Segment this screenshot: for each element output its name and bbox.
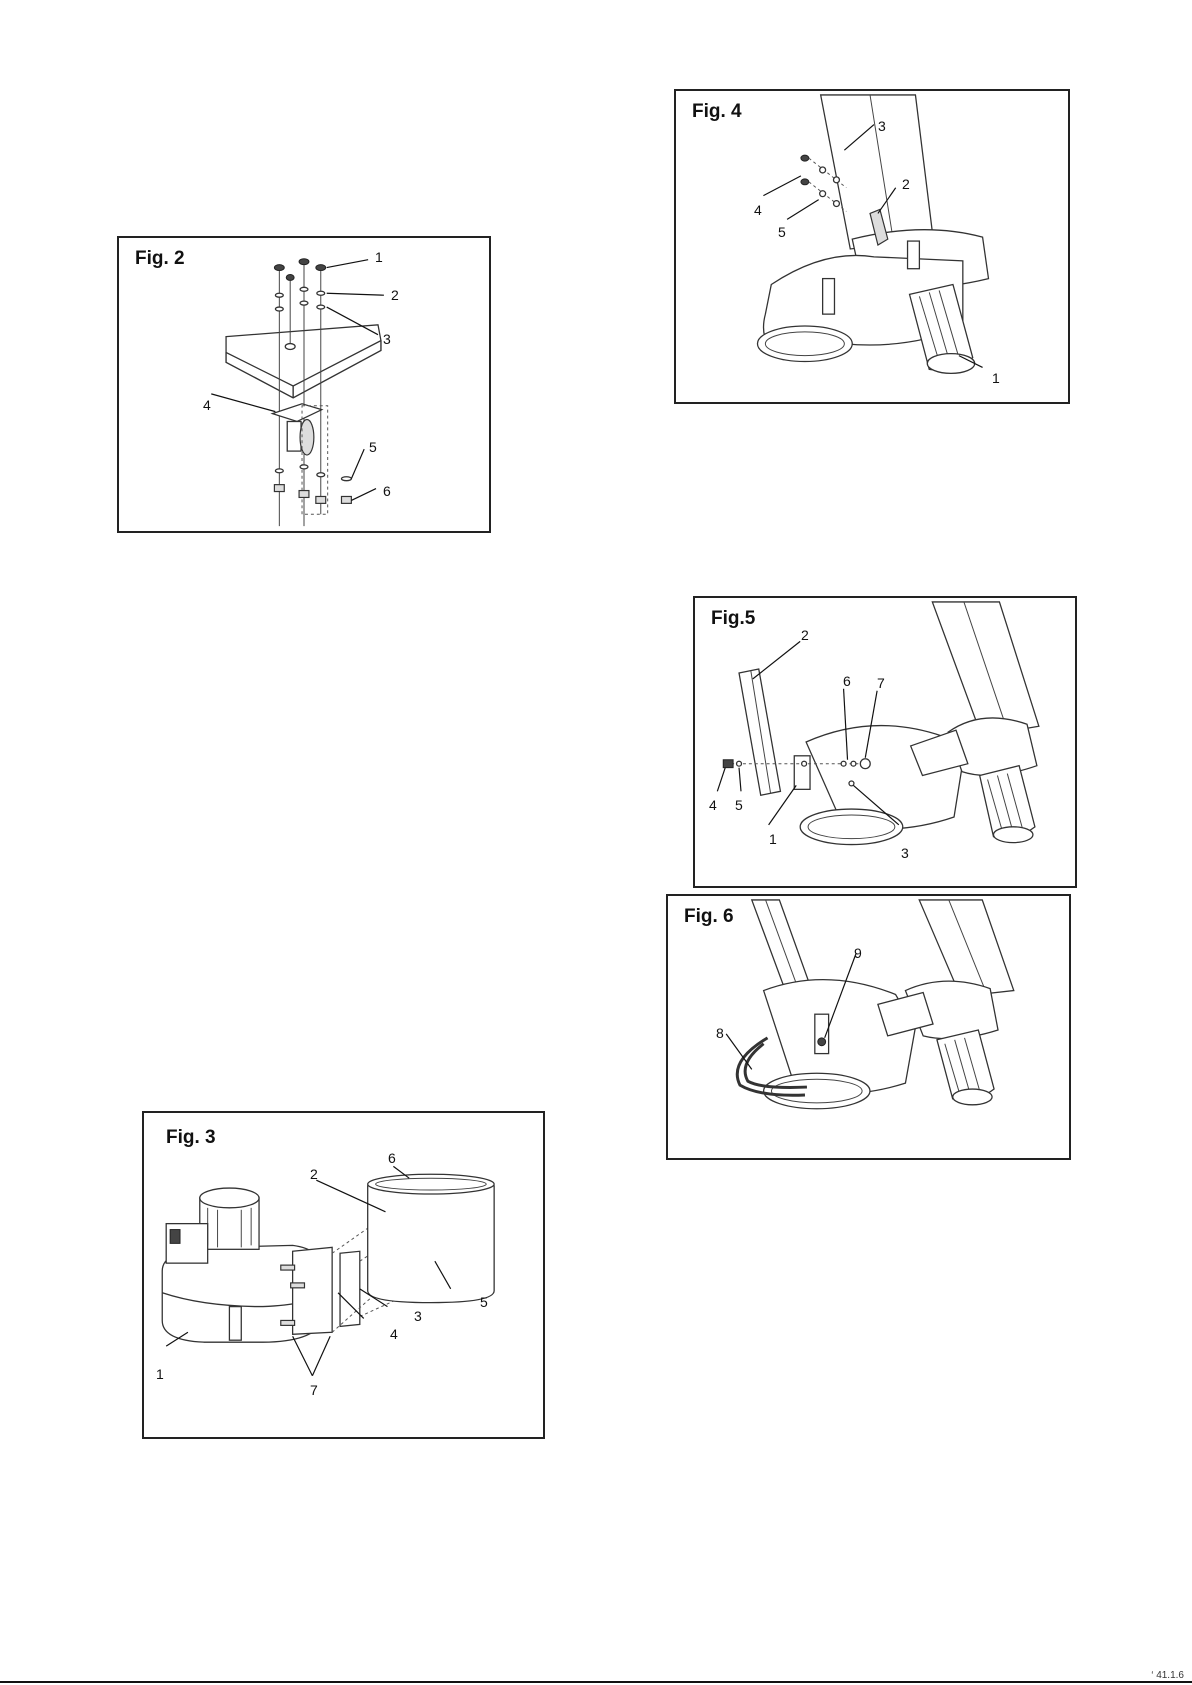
fig5-drawing bbox=[695, 598, 1075, 886]
fig3-callout-5: 5 bbox=[480, 1295, 488, 1309]
figure-4-frame-mounting: Fig. 4 3 2 4 5 1 bbox=[674, 89, 1070, 404]
fig2-callout-5: 5 bbox=[369, 440, 377, 454]
fig3-callout-7: 7 bbox=[310, 1383, 318, 1397]
fig2-callout-4: 4 bbox=[203, 398, 211, 412]
footer-mark: ‘ 41.1.6 bbox=[1151, 1670, 1184, 1681]
fig2-callout-2: 2 bbox=[391, 288, 399, 302]
fig3-callout-4: 4 bbox=[390, 1327, 398, 1341]
fig2-callout-6: 6 bbox=[383, 484, 391, 498]
footer-rule bbox=[0, 1681, 1192, 1683]
fig2-drawing bbox=[119, 238, 489, 531]
fig5-callout-3: 3 bbox=[901, 846, 909, 860]
fig5-title: Fig.5 bbox=[711, 608, 755, 630]
fig4-callout-3: 3 bbox=[878, 119, 886, 133]
figure-6-handle-mounting: Fig. 6 9 8 bbox=[666, 894, 1071, 1160]
fig4-callout-4: 4 bbox=[754, 203, 762, 217]
fig5-callout-6: 6 bbox=[843, 674, 851, 688]
fig2-callout-1: 1 bbox=[375, 250, 383, 264]
figure-2-caster-mounting: Fig. 2 1 2 3 4 5 6 bbox=[117, 236, 491, 533]
fig3-drawing bbox=[144, 1113, 543, 1437]
fig5-callout-4: 4 bbox=[709, 798, 717, 812]
figure-5-frame-to-blower: Fig.5 2 6 7 4 5 1 3 bbox=[693, 596, 1077, 888]
fig5-callout-7: 7 bbox=[877, 676, 885, 690]
fig3-callout-3: 3 bbox=[414, 1309, 422, 1323]
fig4-callout-5: 5 bbox=[778, 225, 786, 239]
fig3-title: Fig. 3 bbox=[166, 1127, 216, 1149]
fig5-callout-2: 2 bbox=[801, 628, 809, 642]
fig2-title: Fig. 2 bbox=[135, 248, 185, 270]
fig5-callout-1: 1 bbox=[769, 832, 777, 846]
fig3-callout-6: 6 bbox=[388, 1151, 396, 1165]
fig6-callout-8: 8 bbox=[716, 1026, 724, 1040]
fig6-callout-9: 9 bbox=[854, 946, 862, 960]
fig3-callout-1: 1 bbox=[156, 1367, 164, 1381]
fig6-title: Fig. 6 bbox=[684, 906, 734, 928]
fig4-callout-1: 1 bbox=[992, 371, 1000, 385]
fig4-callout-2: 2 bbox=[902, 177, 910, 191]
fig3-callout-2: 2 bbox=[310, 1167, 318, 1181]
fig2-callout-3: 3 bbox=[383, 332, 391, 346]
fig4-title: Fig. 4 bbox=[692, 101, 742, 123]
figure-3-blower-inlet-assembly: Fig. 3 6 2 5 3 4 1 7 bbox=[142, 1111, 545, 1439]
fig4-drawing bbox=[676, 91, 1068, 402]
fig6-drawing bbox=[668, 896, 1069, 1158]
fig5-callout-5: 5 bbox=[735, 798, 743, 812]
